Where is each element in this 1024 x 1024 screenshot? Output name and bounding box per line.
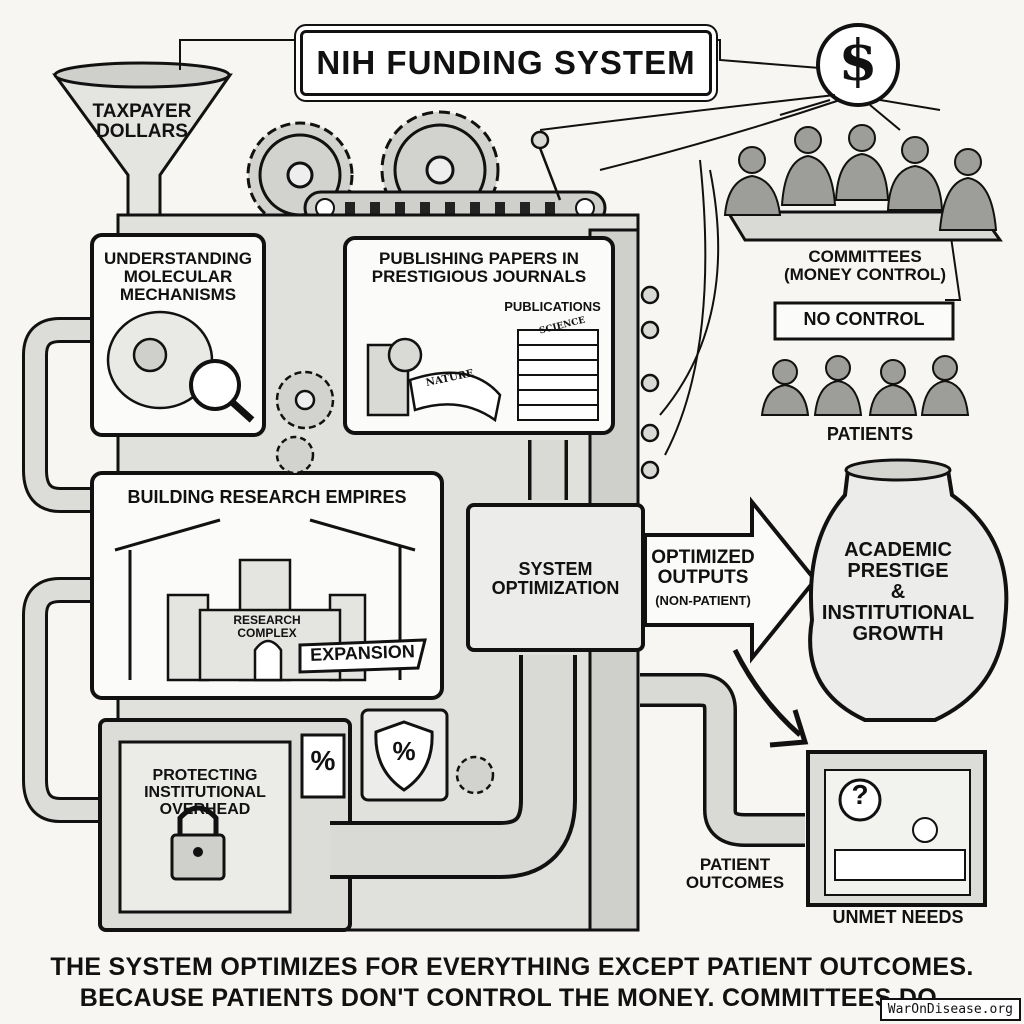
vase-label: ACADEMIC PRESTIGE & INSTITUTIONAL GROWTH bbox=[821, 539, 975, 645]
lower-pipes bbox=[330, 440, 805, 879]
unmet-needs-label: UNMET NEEDS bbox=[832, 907, 964, 927]
left-pipes bbox=[22, 317, 110, 823]
patient-outcomes-label: PATIENT OUTCOMES bbox=[685, 855, 785, 892]
small-gear-icon bbox=[275, 370, 495, 795]
no-control-sign bbox=[773, 301, 955, 341]
empires-label: BUILDING RESEARCH EMPIRES bbox=[127, 487, 407, 507]
papers-stack-icon bbox=[517, 329, 599, 421]
printing-press-icon bbox=[366, 337, 502, 423]
no-control-label: NO CONTROL bbox=[803, 309, 925, 329]
expansion-banner bbox=[298, 638, 427, 674]
patients-label: PATIENTS bbox=[826, 424, 914, 444]
funnel-label: TAXPAYER DOLLARS bbox=[92, 101, 192, 142]
expansion-label: EXPANSION bbox=[309, 641, 416, 665]
cell-icon bbox=[106, 310, 255, 423]
watermark: WarOnDisease.org bbox=[879, 998, 1021, 1021]
control-strings bbox=[179, 39, 962, 456]
committee-table bbox=[725, 210, 1003, 242]
non-patient-label: (NON-PATIENT) bbox=[655, 593, 751, 608]
percent-tag-icon bbox=[300, 733, 346, 799]
optimized-outputs-arrow bbox=[643, 496, 818, 664]
publications-label: PUBLICATIONS bbox=[504, 299, 601, 314]
page-title: NIH FUNDING SYSTEM bbox=[300, 30, 712, 96]
levers bbox=[530, 130, 660, 480]
optimized-outputs-label: OPTIMIZED OUTPUTS bbox=[651, 547, 755, 588]
shield-percent-label: % bbox=[392, 736, 416, 766]
caption: THE SYSTEM OPTIMIZES FOR EVERYTHING EXCE… bbox=[50, 953, 974, 1013]
molecular-label: UNDERSTANDING MOLECULAR MECHANISMS bbox=[104, 249, 252, 304]
down-arrow bbox=[732, 648, 802, 737]
publishing-label: PUBLISHING PAPERS IN PRESTIGIOUS JOURNAL… bbox=[371, 249, 587, 286]
question-mark: ? bbox=[851, 779, 869, 810]
overhead-label: PROTECTING INSTITUTIONAL OVERHEAD bbox=[144, 767, 266, 818]
lock-icon bbox=[170, 805, 226, 881]
committees-label: COMMITTEES (MONEY CONTROL) bbox=[783, 247, 947, 284]
hospital-bed-icon bbox=[806, 750, 987, 907]
dollar-symbol: $ bbox=[838, 28, 878, 94]
committee-members-icon bbox=[723, 124, 998, 231]
system-optimization-label: SYSTEM OPTIMIZATION bbox=[491, 559, 620, 598]
percent-tag-label: % bbox=[310, 745, 336, 776]
patients-crowd-icon bbox=[760, 355, 970, 416]
shield-icon bbox=[360, 708, 449, 802]
dollar-coin-icon bbox=[816, 23, 900, 107]
research-complex-label: RESEARCH COMPLEX bbox=[233, 613, 301, 640]
